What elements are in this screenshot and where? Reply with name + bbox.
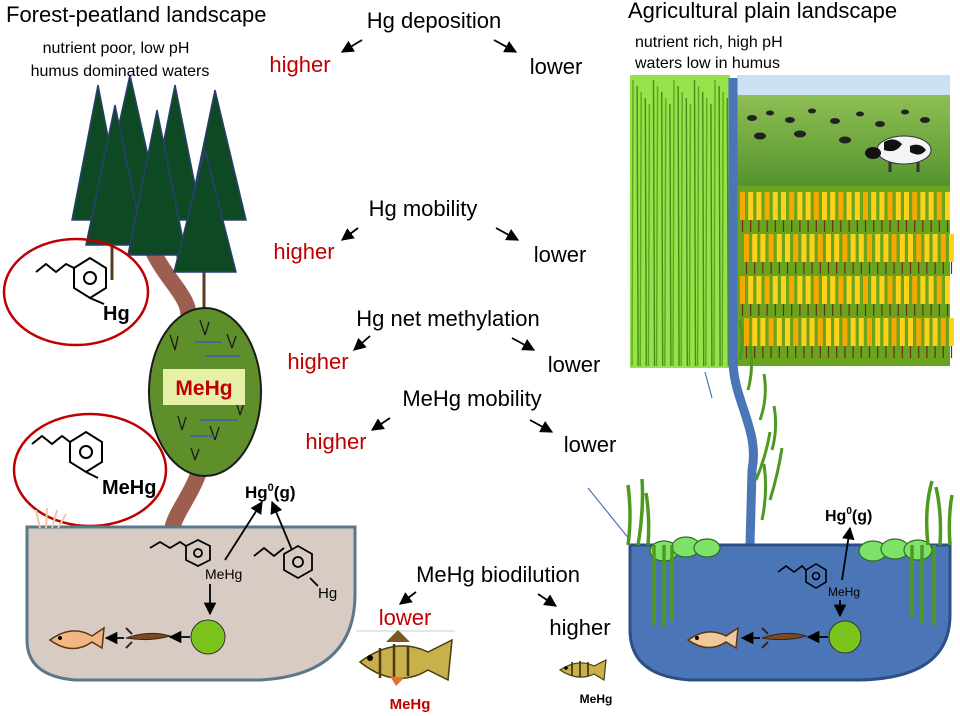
agricultural-photo [737, 75, 954, 366]
forest-invertebrate-icon [125, 627, 172, 649]
conifer-trees [71, 74, 247, 310]
arrow-mobility-left [340, 227, 359, 241]
mehg-molecule-icon [31, 430, 103, 479]
agri-leader-line [587, 487, 631, 541]
agri-invertebrate-icon [761, 627, 808, 649]
process-hg-net-methylation: Hg net methylation [356, 306, 539, 331]
peatland-mehg-label: MeHg [175, 377, 232, 400]
agri-leader-line-2 [704, 371, 713, 399]
arrow-methylation-right [511, 337, 536, 351]
mehg-mobility-left-value: higher [305, 429, 366, 454]
forest-fish-icon [48, 626, 105, 650]
arrow-deposition-right [493, 39, 518, 53]
agri-hg0-label: Hg0(g) [825, 506, 872, 525]
process-mehg-biodilution: MeHg biodilution [416, 562, 580, 587]
arrow-methylation-left [353, 335, 371, 351]
arrow-mehg-to-hg0 [224, 500, 263, 561]
mehg-mobility-right-value: lower [564, 432, 617, 457]
left-subtitle-1: nutrient poor, low pH [43, 40, 190, 57]
hg-molecule-label: Hg [103, 303, 130, 325]
methylation-left-value: higher [287, 349, 348, 374]
hg-molecule-icon [35, 256, 107, 305]
large-perch-icon [358, 630, 453, 686]
arrow-biodilution-left [398, 591, 417, 605]
agri-plankton-disc [828, 620, 862, 654]
process-hg-deposition: Hg deposition [367, 8, 502, 33]
process-mehg-mobility: MeHg mobility [402, 386, 541, 411]
algal-bloom [649, 536, 933, 562]
mehg-molecule-label: MeHg [102, 477, 156, 499]
mobility-right-value: lower [534, 242, 587, 267]
arrow-deposition-left [340, 39, 363, 53]
mehg-label-box [163, 369, 245, 405]
deposition-right-value: lower [530, 54, 583, 79]
process-hg-mobility: Hg mobility [369, 196, 478, 221]
arrow-agri-hg0 [841, 526, 855, 581]
lake-mehg-molecule-icon [149, 538, 211, 568]
agri-mehg-molecule-icon [777, 563, 827, 589]
lake-hg-molecule-icon [253, 544, 319, 587]
left-subtitle-2: humus dominated waters [31, 63, 210, 80]
biodilution-right-value: higher [549, 615, 610, 640]
right-title: Agricultural plain landscape [628, 0, 897, 23]
agri-fish-icon [686, 626, 739, 650]
right-subtitle-1: nutrient rich, high pH [635, 34, 783, 51]
agri-stream [728, 78, 758, 546]
arrow-mehg-mobility-left [370, 417, 391, 431]
mobility-left-value: higher [273, 239, 334, 264]
agri-mehg-label: MeHg [828, 585, 860, 599]
biodilution-left-value: lower [379, 605, 432, 630]
right-subtitle-2: waters low in humus [634, 55, 780, 72]
arrow-hg-to-hg0 [270, 500, 293, 551]
lake-mehg-label: MeHg [205, 566, 242, 582]
agricultural-lake [628, 543, 952, 682]
arrow-biodilution-right [537, 593, 558, 607]
stream-reeds [738, 319, 784, 521]
hg-molecule-ellipse [2, 237, 150, 347]
forest-hg0-label: Hg0(g) [245, 482, 296, 502]
reed-tuft-left [35, 507, 67, 529]
green-crop-stripes [631, 79, 729, 367]
arrow-mehg-mobility-right [529, 419, 554, 433]
lake-hg-label: Hg [318, 585, 337, 602]
deposition-left-value: higher [269, 52, 330, 77]
methylation-right-value: lower [548, 352, 601, 377]
large-perch-mehg-label: MeHg [390, 696, 431, 713]
lake-reeds [626, 478, 954, 627]
small-perch-icon [558, 658, 607, 682]
small-perch-mehg-label: MeHg [580, 692, 613, 706]
arrow-mobility-right [495, 227, 520, 241]
forest-plankton-disc [190, 619, 226, 655]
left-title: Forest-peatland landscape [6, 2, 267, 27]
